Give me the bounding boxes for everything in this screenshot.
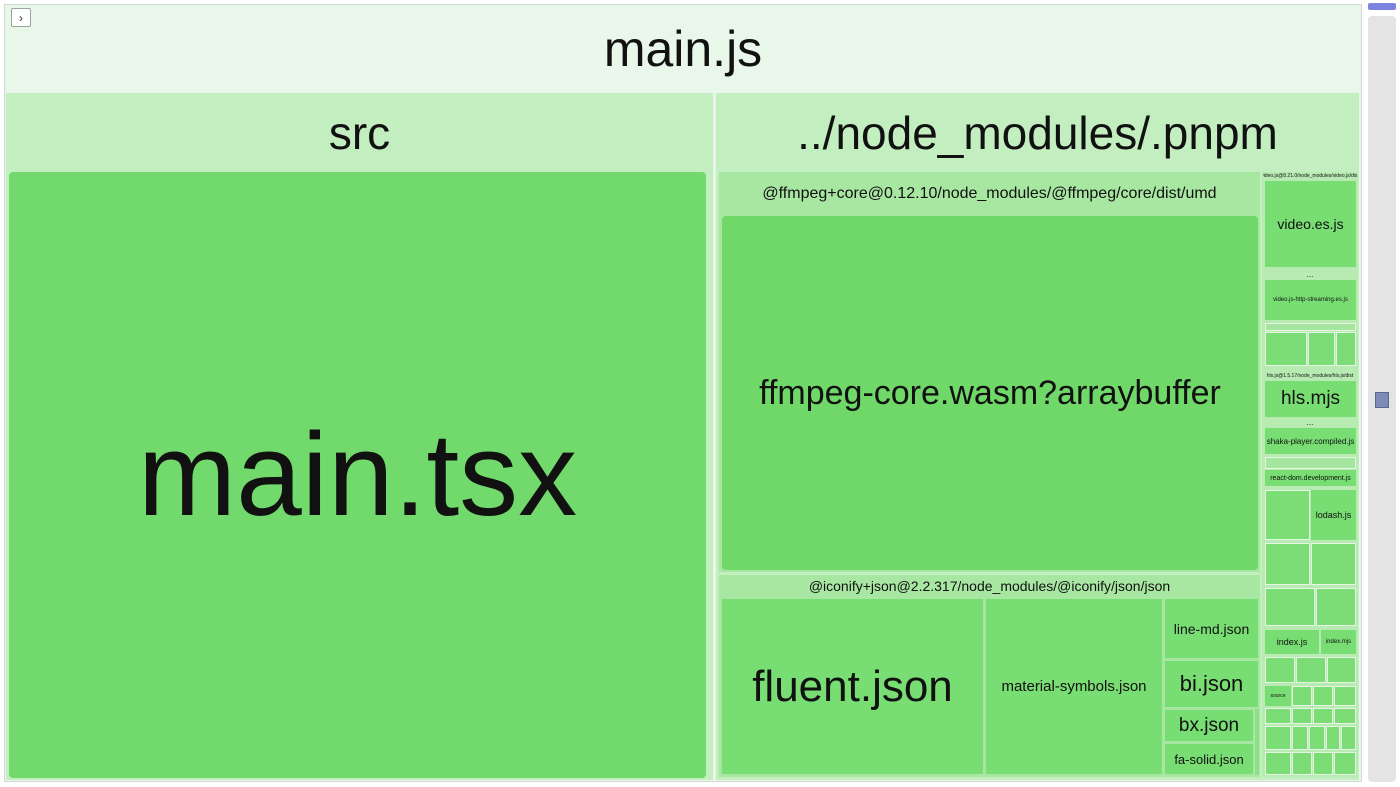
- file-bx-json[interactable]: bx.json: [1164, 709, 1254, 742]
- small-module-block[interactable]: [1265, 657, 1295, 683]
- small-module-block[interactable]: [1313, 686, 1333, 706]
- file-line-md-json[interactable]: line-md.json: [1164, 598, 1259, 659]
- small-module-block[interactable]: [1265, 726, 1291, 750]
- file-index-js[interactable]: index.js: [1265, 630, 1319, 654]
- file-video-es-js[interactable]: video.es.js: [1265, 181, 1356, 267]
- small-module-block[interactable]: [1265, 457, 1356, 469]
- file-index-mjs[interactable]: index.mjs: [1321, 630, 1356, 654]
- ellipsis-label: ...: [1306, 418, 1314, 427]
- small-module-block[interactable]: [1309, 726, 1325, 750]
- small-module-block[interactable]: [1327, 657, 1356, 683]
- small-module-block[interactable]: [1316, 588, 1356, 626]
- file-lodash-js[interactable]: lodash.js: [1311, 490, 1356, 540]
- group-hls-label: hls.js@1.5.17/node_modules/hls.js/dist: [1266, 373, 1354, 379]
- small-module-block[interactable]: [1265, 588, 1315, 626]
- chevron-right-icon: ›: [19, 10, 23, 25]
- small-module-block[interactable]: [1292, 708, 1312, 724]
- scrollbar-thumb[interactable]: [1368, 3, 1396, 10]
- file-material-symbols-json[interactable]: material-symbols.json: [985, 598, 1163, 775]
- small-module-block[interactable]: [1265, 490, 1310, 540]
- small-module-block[interactable]: [1334, 708, 1356, 724]
- file-react-dom-development[interactable]: react-dom.development.js: [1265, 470, 1356, 486]
- small-module-block[interactable]: [1313, 752, 1333, 775]
- small-module-block[interactable]: [1265, 323, 1356, 331]
- file-shaka-player[interactable]: shaka-player.compiled.js: [1265, 428, 1356, 454]
- small-module-block[interactable]: [1336, 332, 1356, 366]
- file-source[interactable]: source: [1265, 686, 1291, 706]
- small-module-block[interactable]: [1313, 708, 1333, 724]
- small-module-block[interactable]: [1265, 332, 1307, 366]
- small-module-block[interactable]: [1292, 752, 1312, 775]
- small-module-block[interactable]: [1296, 657, 1326, 683]
- file-bi-json[interactable]: bi.json: [1164, 660, 1259, 708]
- ellipsis-label: ...: [1306, 269, 1314, 279]
- file-fluent-json[interactable]: fluent.json: [721, 598, 984, 775]
- small-module-block[interactable]: [1265, 543, 1310, 585]
- image-thumbnail-icon[interactable]: [1375, 392, 1389, 408]
- small-module-block[interactable]: [1326, 726, 1340, 750]
- tiny-icon-files[interactable]: [1255, 709, 1259, 775]
- small-module-block[interactable]: [1265, 752, 1291, 775]
- small-module-block[interactable]: [1311, 543, 1356, 585]
- small-module-block[interactable]: [1292, 726, 1308, 750]
- file-hls-mjs[interactable]: hls.mjs: [1265, 381, 1356, 417]
- file-ffmpeg-core-wasm[interactable]: ffmpeg-core.wasm?arraybuffer: [722, 216, 1258, 570]
- file-fa-solid-json[interactable]: fa-solid.json: [1164, 743, 1254, 775]
- group-ffmpeg-label: @ffmpeg+core@0.12.10/node_modules/@ffmpe…: [762, 185, 1217, 202]
- group-src-label: src: [328, 107, 391, 159]
- file-video-http-streaming[interactable]: video.js-http-streaming.es.js: [1265, 280, 1356, 320]
- root-title: main.js: [603, 21, 763, 77]
- sidebar-toggle-button[interactable]: ›: [11, 8, 31, 27]
- file-main-tsx[interactable]: main.tsx: [9, 172, 706, 778]
- group-iconify-label: @iconify+json@2.2.317/node_modules/@icon…: [808, 578, 1171, 594]
- small-module-block[interactable]: [1334, 686, 1356, 706]
- small-module-block[interactable]: [1265, 708, 1291, 724]
- group-node-modules-label: ../node_modules/.pnpm: [797, 107, 1278, 159]
- small-module-block[interactable]: [1308, 332, 1335, 366]
- small-module-block[interactable]: [1341, 726, 1356, 750]
- group-video-label: video.js@8.21.0/node_modules/video.js/di…: [1263, 173, 1357, 179]
- small-module-block[interactable]: [1334, 752, 1356, 775]
- small-module-block[interactable]: [1292, 686, 1312, 706]
